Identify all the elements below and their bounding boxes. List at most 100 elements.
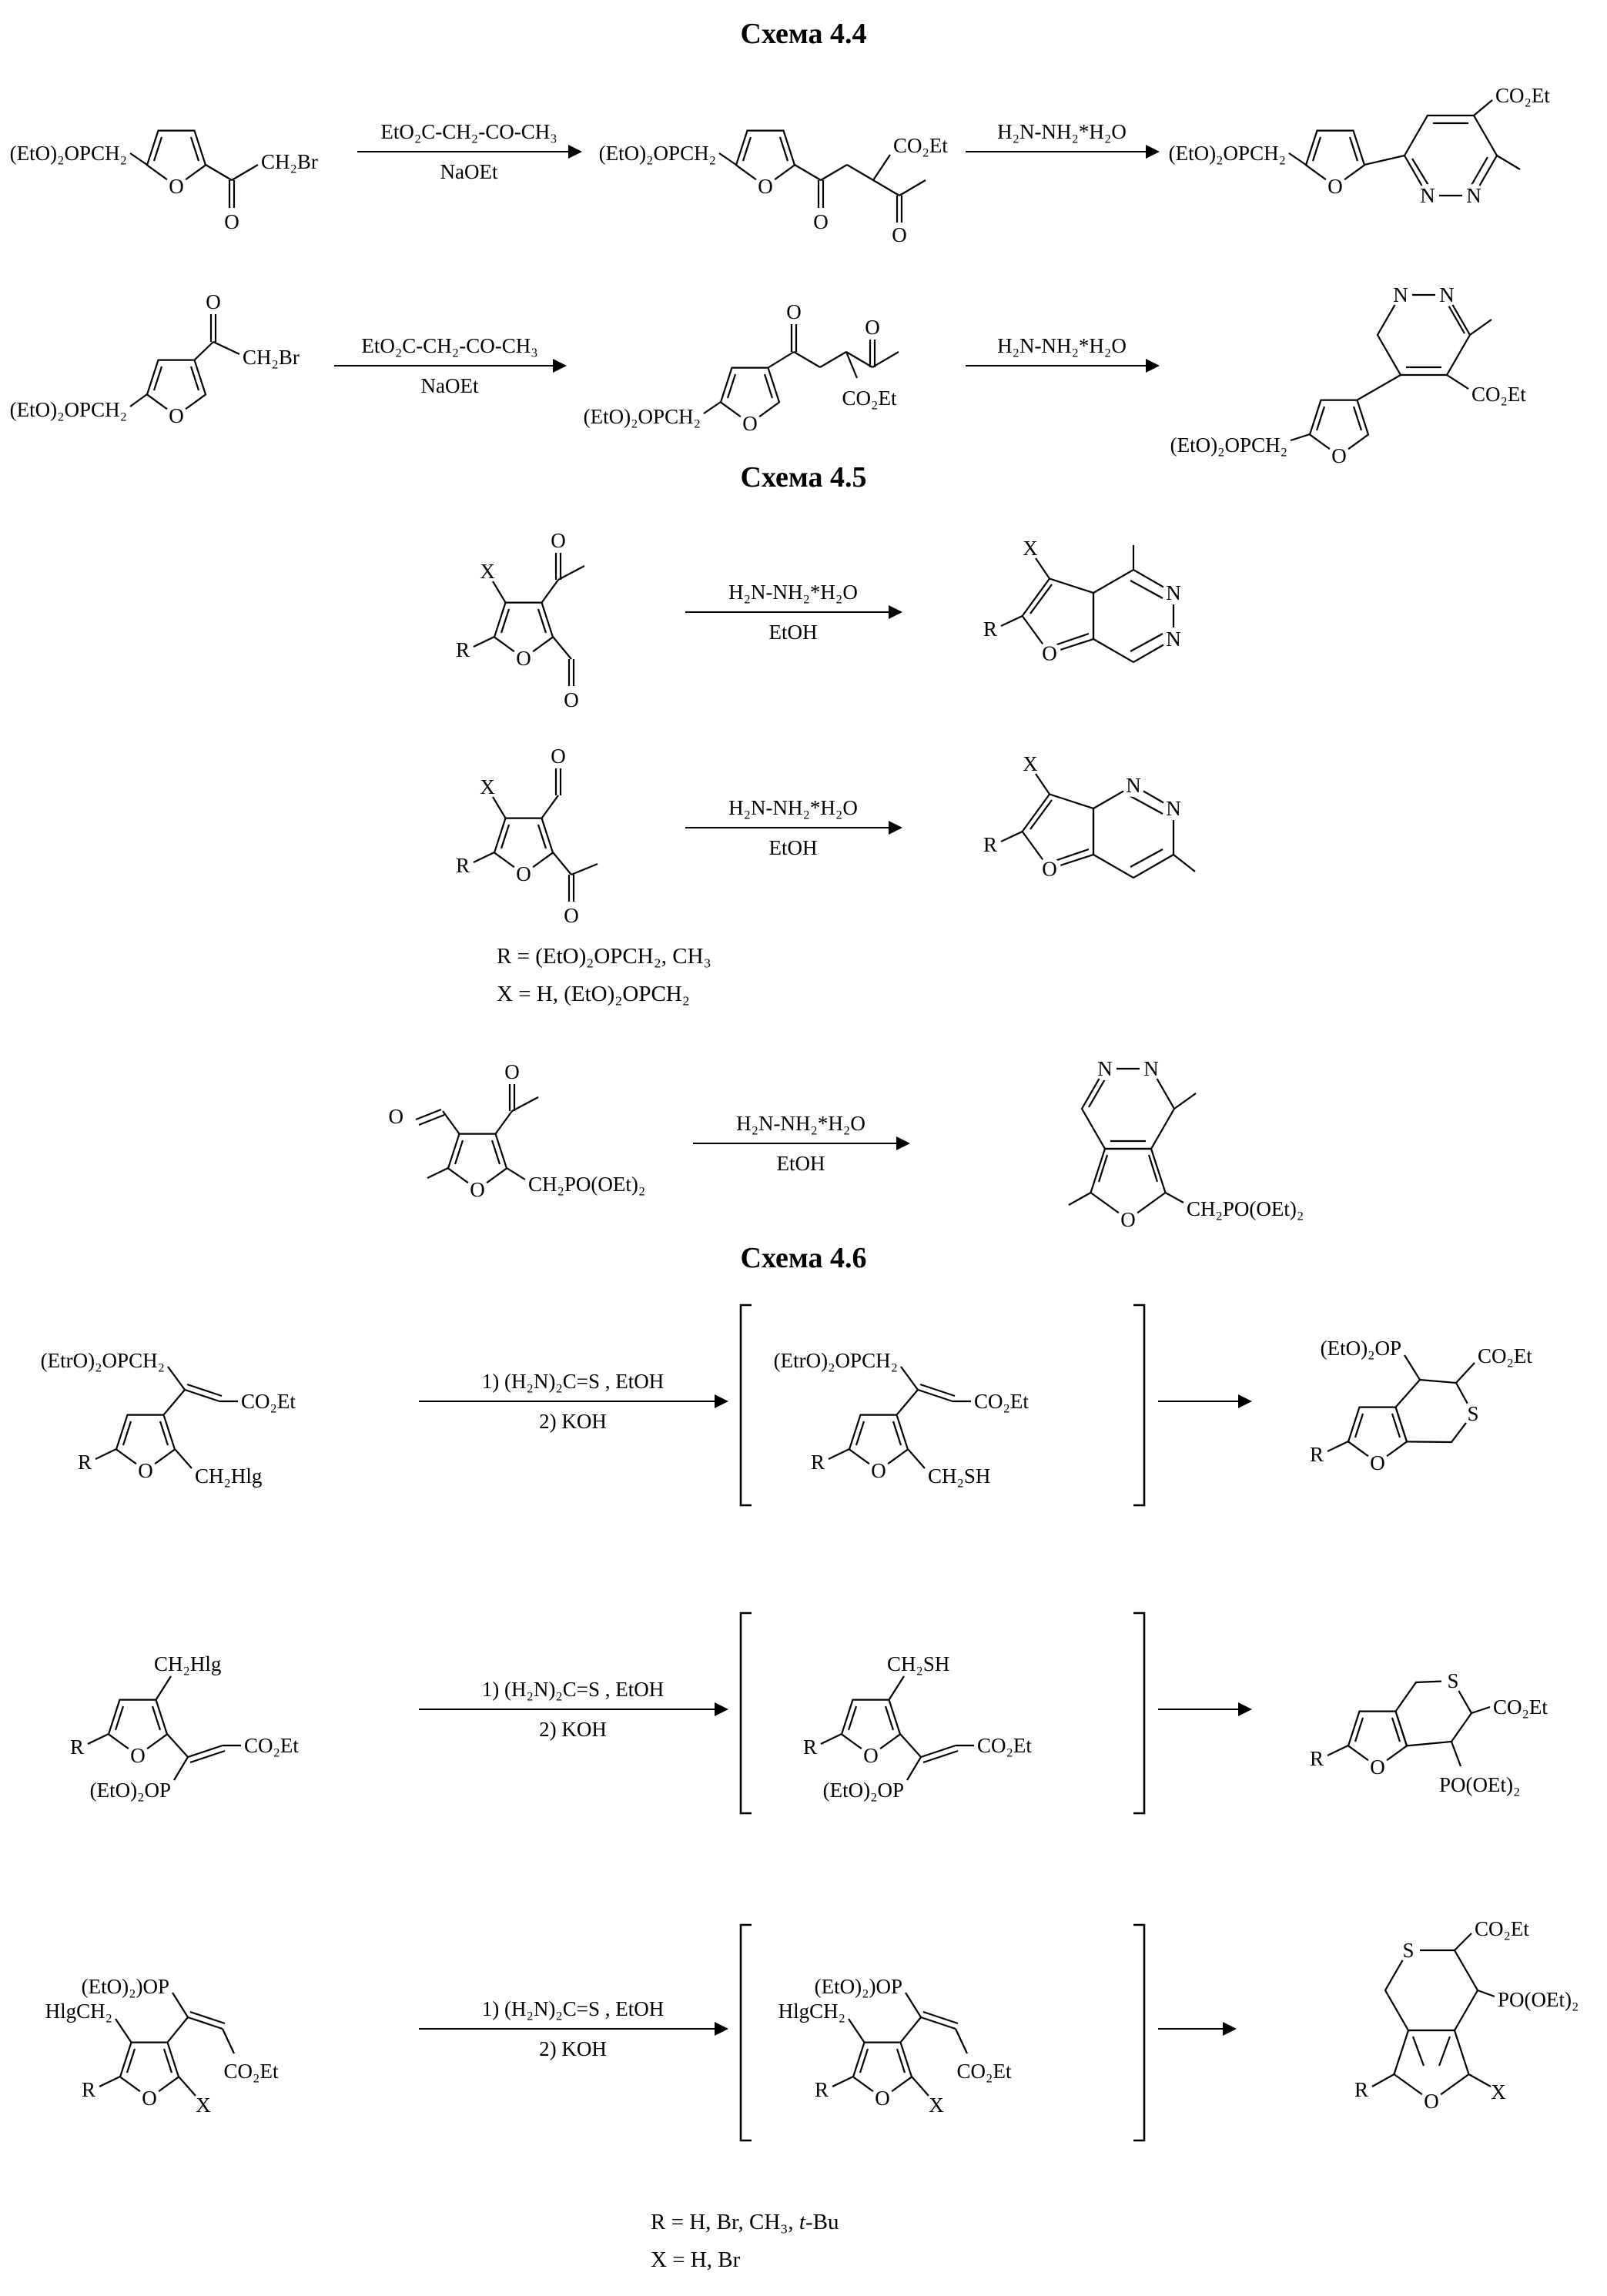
ring-nitrogen-label: N (1166, 628, 1181, 651)
carbonyl-oxygen-label: O (564, 904, 579, 927)
phosphonate-label: (EtO)₂OPCH₂ (10, 398, 127, 421)
bond-skeleton (703, 324, 899, 425)
scheme-45-title: Схема 4.5 (740, 461, 867, 494)
right-bracket (1133, 1612, 1146, 1815)
structure-ketoester-1: (EtO)₂OPCH₂ O O CO₂Et O (599, 129, 948, 244)
aldehyde-oxygen-label: O (564, 688, 579, 711)
r-substituent-label: R (983, 618, 997, 641)
ester-label: CO₂Et (957, 2060, 1012, 2083)
reagents-below-arrow: NaOEt (440, 160, 498, 184)
structure-furothiopyran-3: S CO₂Et PO(OEt)₂ O R X (1354, 1917, 1579, 2113)
x-definition: X = H, Br (651, 2247, 741, 2273)
ring-oxygen-label: O (742, 412, 758, 435)
scheme-45-row-3: O O O CH₂PO(OEt)₂ H₂N-NH₂*H₂O EtOH N N O… (293, 1024, 1340, 1263)
bond-skeleton (1327, 1354, 1475, 1464)
phosphonate-label: (EtrO)₂OPCH₂ (774, 1349, 898, 1372)
arrow-line (966, 357, 1160, 374)
phosphonate-label: (EtO)₂OPCH₂ (1170, 433, 1287, 457)
phosphonate-label: (EtO)₂OP (1321, 1337, 1401, 1360)
arrow-line (357, 143, 582, 160)
structure-vinylfuran-thiol-intermediate-1: (EtrO)₂OPCH₂ CO₂Et R O CH₂SH (739, 1304, 1146, 1507)
ester-label: CO₂Et (1493, 1695, 1548, 1719)
reaction-arrow: EtO₂C-CH₂-CO-CH₃ NaOEt (357, 119, 582, 184)
substituent-label: CH₂Br (243, 346, 300, 369)
substituent-label: CH₂SH (928, 1464, 990, 1488)
ester-label: CO₂Et (1471, 383, 1526, 406)
reagents-above-arrow: 1) (H₂N)₂C=S , EtOH (481, 1677, 665, 1701)
r-substituent-label: R (1354, 2078, 1368, 2101)
ring-oxygen-label: O (758, 175, 773, 198)
carbonyl-oxygen-label: O (504, 1060, 520, 1083)
ring-nitrogen-label: N (1166, 797, 1181, 820)
structure-vinylfuran-halide-2: CH₂Hlg CO₂Et R O (EtO)₂OP (70, 1652, 299, 1802)
r-x-definitions-scheme-46: R = H, Br, CH₃, t-Bu X = H, Br (651, 2204, 839, 2280)
bond-skeleton (99, 1992, 235, 2100)
scheme-44-row-1: (EtO)₂OPCH₂ O O CH₂Br EtO₂C-CH₂-CO-CH₃ N… (3, 55, 1605, 248)
bond-skeleton (95, 1366, 238, 1472)
right-bracket (1133, 1304, 1146, 1507)
reaction-arrow: H₂N-NH₂*H₂O (966, 333, 1160, 398)
bracketed-molecule: (EtrO)₂OPCH₂ CO₂Et R O CH₂SH (774, 1349, 1029, 1488)
ring-sulfur-label: S (1467, 1402, 1478, 1425)
structure-furopyridazine-1: X N N R O (983, 537, 1185, 665)
left-bracket (739, 1304, 752, 1507)
ester-label: CO₂Et (244, 1734, 299, 1757)
phosphonate-label: (EtO)₂OP (90, 1779, 171, 1802)
scheme-45-row-1: X O R O O H₂N-NH₂*H₂O EtOH X N N R O (362, 504, 1263, 720)
ring-oxygen-label: O (1120, 1208, 1136, 1231)
ester-label: CO₂Et (974, 1390, 1029, 1413)
phosphonate-label: (EtO)₂)OP (815, 1975, 902, 1998)
left-bracket (739, 1612, 752, 1815)
left-bracket (739, 1923, 752, 2142)
phosphonate-label: (EtO)₂OPCH₂ (599, 142, 716, 165)
ring-nitrogen-label: N (1166, 581, 1181, 604)
aldehyde-oxygen-label: O (551, 745, 566, 768)
reagents-above-arrow: H₂N-NH₂*H₂O (997, 333, 1127, 357)
r-substituent-label: R (456, 854, 470, 877)
r-substituent-label: R (456, 638, 470, 661)
r-substituent-label: R (811, 1451, 825, 1474)
arrow-line (685, 819, 902, 836)
arrow-line (419, 1701, 728, 1718)
scheme-44-title: Схема 4.4 (740, 18, 867, 50)
scheme-46-title: Схема 4.6 (740, 1242, 867, 1274)
structure-vinylfuran-thiol-intermediate-2: CH₂SH CO₂Et R O (EtO)₂OP (739, 1612, 1146, 1815)
substituent-label: CH₂Hlg (195, 1464, 262, 1488)
r-substituent-label: R (803, 1735, 817, 1759)
bond-skeleton (129, 314, 240, 417)
ring-oxygen-label: O (169, 404, 184, 427)
phosphonate-label: CH₂PO(OEt)₂ (1187, 1197, 1304, 1220)
plain-reaction-arrow (1158, 1369, 1252, 1434)
substituent-label: CH₂Hlg (154, 1652, 221, 1675)
reaction-arrow: 1) (H₂N)₂C=S , EtOH 2) KOH (419, 1996, 728, 2061)
bond-skeleton (1371, 1933, 1495, 2103)
ring-nitrogen-label: N (1420, 184, 1435, 207)
x-substituent-label: X (1491, 2080, 1506, 2104)
reaction-arrow: H₂N-NH₂*H₂O (966, 119, 1160, 184)
ring-oxygen-label: O (138, 1459, 153, 1482)
scheme-44-row-2: (EtO)₂OPCH₂ O O CH₂Br EtO₂C-CH₂-CO-CH₃ N… (3, 246, 1605, 485)
r-substituent-label: R (82, 2078, 95, 2101)
arrow-line (1158, 1393, 1252, 1410)
scheme-45-row-2: X O R O O H₂N-NH₂*H₂O EtOH X N N R O (362, 720, 1263, 935)
r-definition-suffix: -Bu (805, 2210, 839, 2234)
structure-ketoester-2: (EtO)₂OPCH₂ O O O CO₂Et (584, 300, 899, 435)
structure-furyl-pyridazine-1: (EtO)₂OPCH₂ O N N CO₂Et (1169, 84, 1550, 207)
ring-oxygen-label: O (1327, 175, 1343, 198)
bond-skeleton (415, 1084, 539, 1191)
x-substituent-label: X (929, 2094, 944, 2117)
structure-furothiopyran-1: (EtO)₂OP CO₂Et S R O (1310, 1337, 1532, 1474)
bond-skeleton (1000, 773, 1196, 879)
r-substituent-label: R (70, 1735, 84, 1759)
phosphonate-label: (EtO)₂OPCH₂ (1169, 142, 1286, 165)
r-definition-text: R = H, Br, CH₃, (651, 2210, 799, 2234)
x-definition: X = H, (EtO)₂OPCH₂ (497, 982, 690, 1007)
bond-skeleton (1327, 1679, 1491, 1769)
reaction-arrow: H₂N-NH₂*H₂O EtOH (685, 580, 902, 644)
phosphonate-label: PO(OEt)₂ (1498, 1988, 1579, 2011)
structure-vinylfuran-halide-1: (EtrO)₂OPCH₂ CO₂Et R O CH₂Hlg (41, 1349, 296, 1488)
ring-oxygen-label: O (1370, 1451, 1385, 1474)
phosphonate-label: (EtO)₂OPCH₂ (584, 405, 701, 428)
ester-label: CO₂Et (1495, 84, 1550, 107)
